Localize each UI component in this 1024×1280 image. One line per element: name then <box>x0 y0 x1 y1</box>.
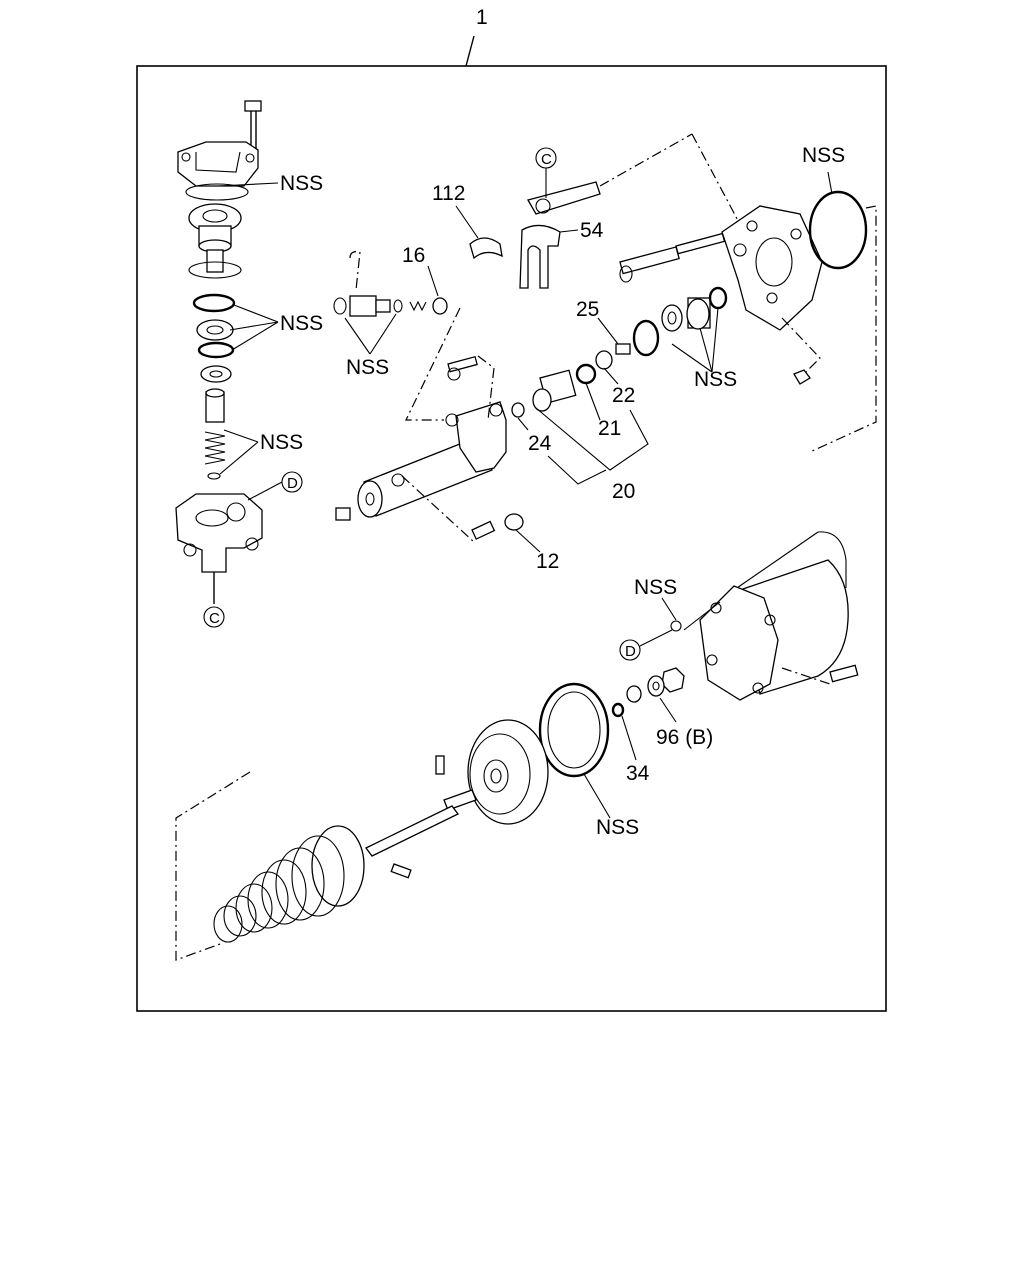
bearing <box>200 365 232 383</box>
ref-marker-d-left <box>281 471 303 493</box>
ref-marker-d-right-text: D <box>625 643 636 660</box>
pulley-group <box>467 719 549 825</box>
assembly-leader-line <box>465 35 475 67</box>
assembly-number-label: 1 <box>476 6 488 29</box>
nss-valve-small-label: NSS <box>346 356 389 379</box>
nss-bushings-label: NSS <box>694 368 737 391</box>
boot-coil-group <box>213 825 365 943</box>
o-ring-lower <box>197 341 235 359</box>
nss-pulley-oring-label: NSS <box>634 576 677 599</box>
part-12-label: 12 <box>536 550 559 573</box>
nss-rings-stack-label: NSS <box>280 312 323 335</box>
part-25-label: 25 <box>576 298 599 321</box>
pinion-stack-group <box>188 203 242 480</box>
part-20-label: 20 <box>612 480 635 503</box>
part-54-label: 54 <box>580 219 604 242</box>
snap-ring-upper <box>192 293 236 313</box>
oil-seal <box>196 319 234 341</box>
nss-springs-label: NSS <box>260 431 303 454</box>
input-shaft-group <box>619 232 726 283</box>
part-24-label: 24 <box>528 432 552 455</box>
part-22-label: 22 <box>612 384 635 407</box>
thrust-washer <box>188 261 242 279</box>
diagram-frame <box>136 65 887 1012</box>
pulley-seal-nss <box>538 682 610 778</box>
nut-part-96b <box>661 667 685 693</box>
reservoir-o-ring <box>808 190 868 270</box>
ref-marker-d-right <box>619 639 641 661</box>
nss-top-cover-label: NSS <box>280 172 323 195</box>
ref-marker-d-left-text: D <box>287 475 298 492</box>
ref-marker-c-top-text: C <box>541 151 552 168</box>
top-cover-group <box>177 100 262 201</box>
valve-fitting-group <box>333 251 448 355</box>
lower-housing-group <box>175 493 263 604</box>
ref-marker-c-bottom <box>203 606 225 628</box>
part-34-label: 34 <box>626 762 650 785</box>
o-ring-part-34 <box>611 702 625 718</box>
nss-reservoir-oring-label: NSS <box>802 144 845 167</box>
part-21-label: 21 <box>598 417 621 440</box>
part-112-label: 112 <box>432 182 465 205</box>
reservoir-body-group <box>699 531 859 701</box>
power-cylinder-group <box>335 355 507 521</box>
part-16-label: 16 <box>402 244 425 267</box>
yoke-part-54 <box>519 181 601 289</box>
nss-pulley-seal-label: NSS <box>596 816 639 839</box>
pump-housing-group <box>721 205 823 385</box>
ref-marker-c-bottom-text: C <box>209 610 220 627</box>
bleeder-valve <box>471 520 496 540</box>
cap-part-12 <box>504 513 524 531</box>
o-ring-large <box>632 319 660 357</box>
part-96b-label: 96 (B) <box>656 726 713 749</box>
clip-part-112 <box>469 237 503 260</box>
spring-coil <box>204 431 226 465</box>
piston-parts-group <box>511 343 631 418</box>
drive-shaft-group <box>365 755 477 879</box>
